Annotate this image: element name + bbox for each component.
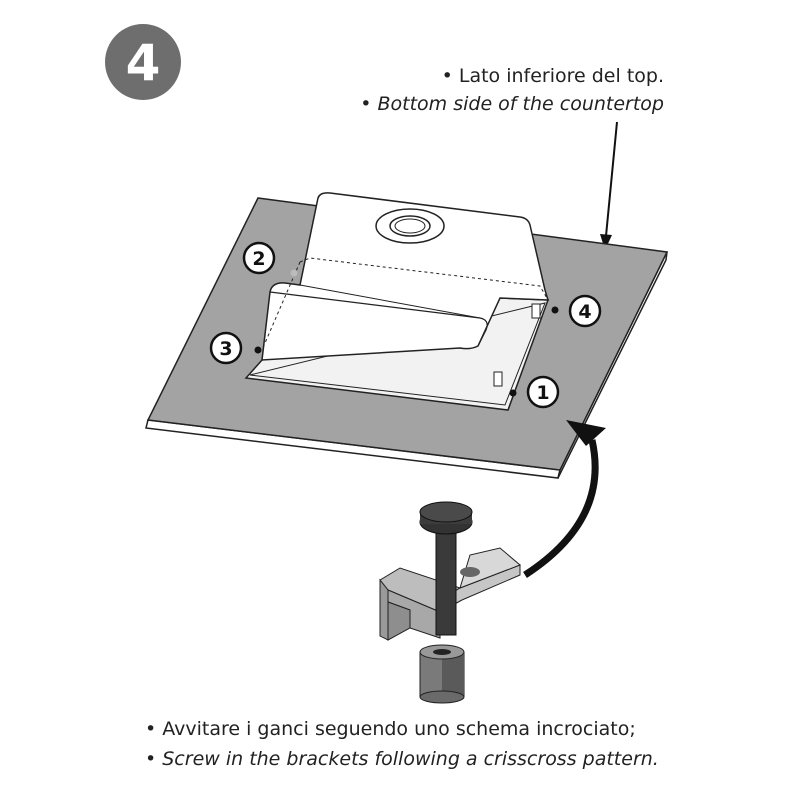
step-badge: 4 — [105, 24, 181, 100]
marker-1: 1 — [509, 375, 560, 409]
caption-italian: • Avvitare i ganci seguendo uno schema i… — [145, 718, 636, 740]
marker-2-label: 2 — [252, 248, 265, 270]
marker-3-label: 3 — [219, 338, 232, 360]
caption-english: • Screw in the brackets following a cris… — [145, 748, 659, 770]
marker-4: 4 — [551, 294, 602, 328]
marker-3: 3 — [209, 331, 262, 365]
top-label-english: • Bottom side of the countertop — [360, 93, 664, 115]
sink-basin — [244, 192, 550, 411]
screw — [419, 501, 473, 636]
marker-1-label: 1 — [536, 382, 549, 404]
top-label-italian: • Lato inferiore del top. — [442, 65, 664, 87]
step-number: 4 — [126, 34, 161, 92]
curved-arrow-icon — [523, 420, 606, 578]
pointer-arrow-icon — [600, 121, 618, 250]
nut-spacer — [419, 644, 465, 704]
marker-2: 2 — [242, 241, 276, 275]
marker-4-label: 4 — [578, 301, 591, 323]
